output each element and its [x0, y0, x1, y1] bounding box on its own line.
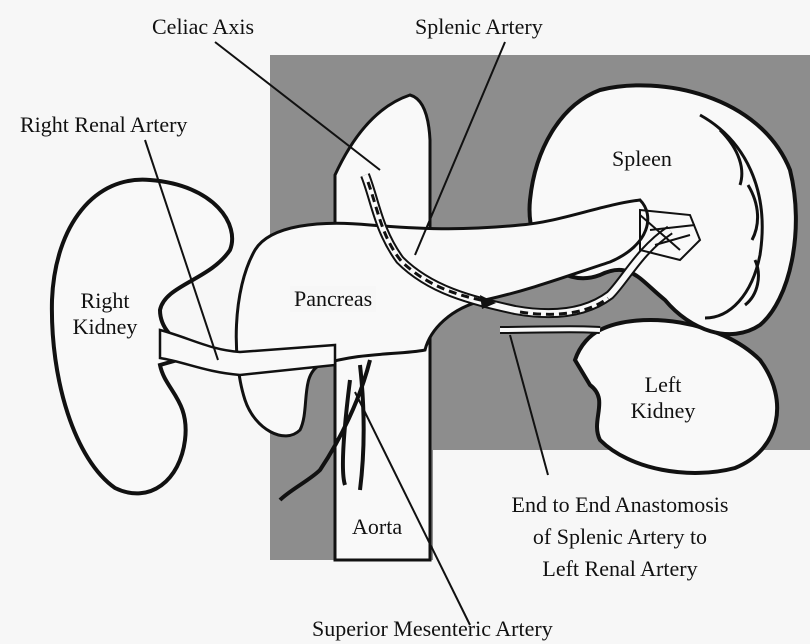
anastomosis-label-line1: End to End Anastomosis [445, 489, 795, 521]
pancreas-label: Pancreas [290, 286, 376, 312]
left-kidney-label-line2: Kidney [613, 398, 713, 424]
celiac-axis-label: Celiac Axis [152, 14, 254, 40]
left-kidney-label-line1: Left [613, 372, 713, 398]
right-kidney-label-line1: Right [50, 288, 160, 314]
right-kidney-label-line2: Kidney [50, 314, 160, 340]
spleen-label: Spleen [612, 146, 672, 172]
splenic-artery-label: Splenic Artery [415, 14, 543, 40]
aorta-label: Aorta [352, 514, 402, 540]
anastomosis-label-line3: Left Renal Artery [445, 553, 795, 585]
superior-mesenteric-artery-label: Superior Mesenteric Artery [312, 616, 553, 642]
right-kidney-label: Right Kidney [50, 288, 160, 340]
anastomosis-label-line2: of Splenic Artery to [445, 521, 795, 553]
right-renal-artery-label: Right Renal Artery [20, 112, 187, 138]
anastomosis-label: End to End Anastomosis of Splenic Artery… [445, 489, 795, 585]
left-kidney-label: Left Kidney [613, 372, 713, 424]
